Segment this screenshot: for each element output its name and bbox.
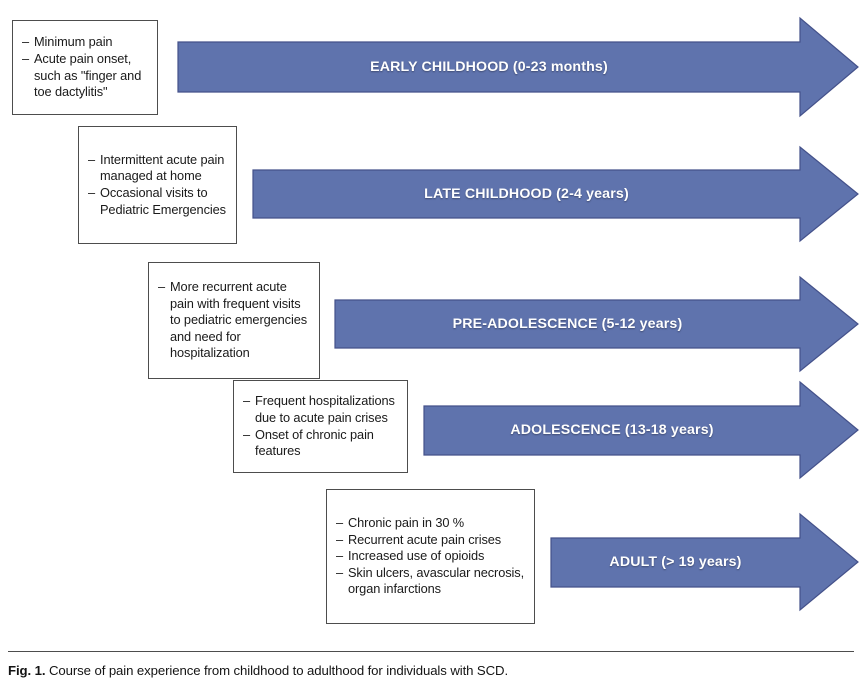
bullet-dash: – — [336, 515, 344, 531]
bullet-dash: – — [336, 564, 344, 580]
diagram-stage: –Minimum pain –Acute pain onset, such as… — [12, 16, 859, 624]
figure-caption-text: Course of pain experience from childhood… — [48, 663, 509, 678]
bullet-dash: – — [336, 531, 344, 547]
list-item-text: Acute pain onset, such as "finger and to… — [34, 50, 142, 100]
bullet-list: –Minimum pain –Acute pain onset, such as… — [22, 34, 149, 100]
bullet-dash: – — [22, 34, 30, 50]
list-item-text: Frequent hospitalizations due to acute p… — [255, 393, 395, 425]
list-item-text: Increased use of opioids — [348, 548, 485, 564]
list-item-text: More recurrent acute pain with frequent … — [170, 279, 308, 361]
arrow-adult — [550, 512, 859, 612]
figure-caption: Fig. 1. Course of pain experience from c… — [8, 662, 852, 680]
list-item: –Increased use of opioids — [336, 548, 526, 565]
list-item: –Minimum pain — [22, 34, 149, 51]
list-item: –Intermittent acute pain managed at home — [88, 152, 228, 185]
list-item-text: Minimum pain — [34, 34, 113, 50]
list-item: –Occasional visits to Pediatric Emergenc… — [88, 185, 228, 218]
list-item-text: Intermittent acute pain managed at home — [100, 151, 225, 184]
description-box-adult: –Chronic pain in 30 % –Recurrent acute p… — [326, 489, 535, 624]
list-item-text: Onset of chronic pain features — [255, 426, 374, 459]
arrow-adolescence — [423, 380, 859, 480]
list-item-text: Recurrent acute pain crises — [348, 531, 502, 547]
bullet-dash: – — [336, 548, 344, 564]
bullet-list: –Intermittent acute pain managed at home… — [88, 152, 228, 218]
description-box-pre-adolescence: –More recurrent acute pain with frequent… — [148, 262, 320, 379]
list-item: –More recurrent acute pain with frequent… — [158, 279, 311, 362]
arrow-early-childhood — [177, 16, 859, 118]
arrow-shape-icon — [423, 380, 859, 480]
description-box-early-childhood: –Minimum pain –Acute pain onset, such as… — [12, 20, 158, 115]
bullet-list: –Frequent hospitalizations due to acute … — [243, 393, 399, 459]
description-box-adolescence: –Frequent hospitalizations due to acute … — [233, 380, 408, 473]
arrow-shape-icon — [252, 145, 859, 243]
list-item-text: Chronic pain in 30 % — [348, 515, 465, 531]
list-item: –Onset of chronic pain features — [243, 427, 399, 460]
list-item-text: Occasional visits to Pediatric Emergenci… — [100, 185, 226, 217]
bullet-list: –Chronic pain in 30 % –Recurrent acute p… — [336, 515, 526, 598]
arrow-late-childhood — [252, 145, 859, 243]
figure-number: Fig. 1. — [8, 663, 46, 678]
bullet-dash: – — [88, 151, 96, 167]
arrow-shape-icon — [550, 512, 859, 612]
arrow-shape-icon — [334, 275, 859, 373]
caption-divider — [8, 651, 854, 653]
arrow-pre-adolescence — [334, 275, 859, 373]
bullet-dash: – — [243, 426, 251, 442]
list-item-text: Skin ulcers, avascular necrosis, organ i… — [348, 564, 525, 597]
bullet-dash: – — [158, 279, 166, 295]
bullet-list: –More recurrent acute pain with frequent… — [158, 279, 311, 362]
bullet-dash: – — [88, 185, 96, 200]
description-box-late-childhood: –Intermittent acute pain managed at home… — [78, 126, 237, 244]
arrow-shape-icon — [177, 16, 859, 118]
bullet-dash: – — [22, 50, 30, 66]
list-item: –Chronic pain in 30 % — [336, 515, 526, 532]
list-item: –Frequent hospitalizations due to acute … — [243, 393, 399, 426]
bullet-dash: – — [243, 393, 251, 409]
list-item: –Recurrent acute pain crises — [336, 532, 526, 549]
list-item: –Skin ulcers, avascular necrosis, organ … — [336, 565, 526, 598]
list-item: –Acute pain onset, such as "finger and t… — [22, 51, 149, 101]
